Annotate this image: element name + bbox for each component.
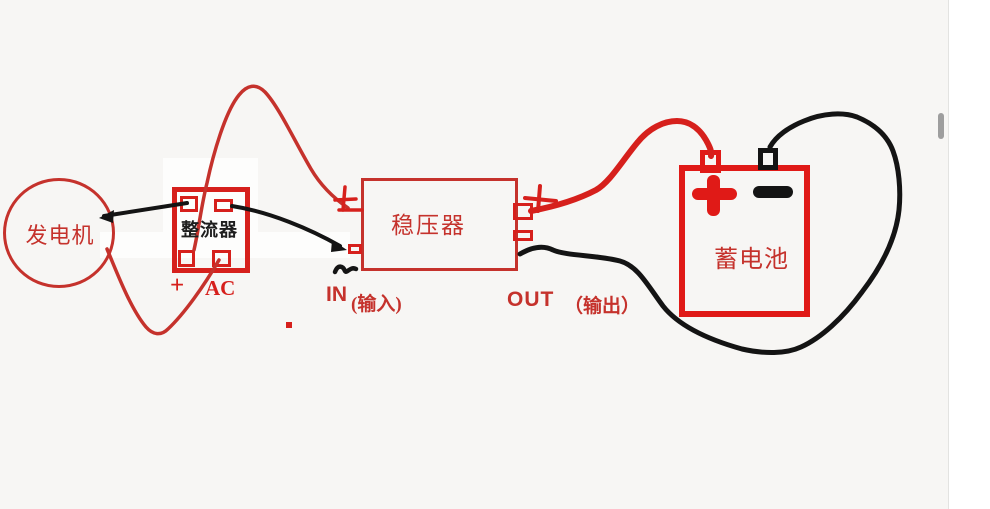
rectifier-terminal-bottom-left: [178, 250, 195, 267]
out-label: OUT: [507, 288, 555, 311]
black-wire-regulator-to-battery: [517, 111, 903, 355]
arrow-rectifier-to-regulator: [230, 204, 342, 248]
battery-label: 蓄电池: [714, 247, 789, 273]
in-label: IN: [326, 283, 347, 306]
arrowhead-icon: [99, 210, 114, 223]
ac-sine-wave-right: [192, 84, 350, 252]
regulator-in-plus-mark: [341, 185, 347, 212]
rectifier-terminal-bottom-right: [212, 250, 231, 267]
out-sub-label: （输出）: [564, 296, 641, 317]
battery-negative-terminal: [758, 148, 778, 170]
battery-plus-symbol: [707, 175, 720, 216]
red-wire-regulator-to-battery: [528, 117, 715, 214]
generator-circle: [3, 178, 115, 288]
regulator-box: [361, 178, 518, 271]
generator-label: 发电机: [25, 223, 95, 248]
rectifier-plus-label: +: [170, 272, 185, 299]
regulator-terminal-out-minus: [513, 230, 533, 241]
in-sub-label: (输入): [351, 294, 402, 315]
regulator-terminal-in-minus: [348, 244, 362, 254]
rectifier-label: 整流器: [181, 220, 238, 240]
ac-sine-wave-left: [105, 247, 221, 336]
rectifier-ac-label: AC: [205, 276, 236, 300]
squiggle-mark: [332, 264, 359, 275]
arrow-generator-to-rectifier: [102, 201, 189, 218]
battery-box: [679, 165, 810, 317]
right-panel: [948, 0, 990, 509]
arrowhead-icon: [331, 240, 347, 252]
scrollbar-thumb[interactable]: [938, 113, 944, 139]
battery-minus-symbol: [753, 186, 793, 198]
white-patch: [100, 232, 350, 258]
stray-red-dot: [286, 322, 292, 328]
regulator-label: 稳压器: [391, 213, 466, 238]
